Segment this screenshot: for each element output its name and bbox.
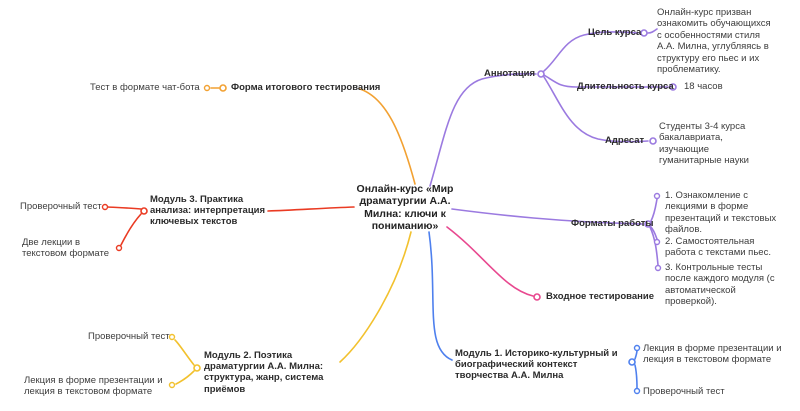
connector-center-module3 (267, 206, 355, 212)
connector-annotation-audience (543, 76, 649, 143)
text-format-item2[interactable]: 2. Самостоятельная работа с текстами пье… (665, 236, 771, 259)
text-module2-child1[interactable]: Проверочный тест (88, 331, 170, 342)
text-duration-value[interactable]: 18 часов (684, 81, 723, 92)
connector-formats-item1 (650, 198, 658, 222)
connector-annotation-goal (543, 31, 639, 72)
connector-module3-child2 (120, 213, 142, 246)
node-duration[interactable]: Длительность курса (577, 81, 674, 92)
connector-center-entrance (446, 226, 534, 297)
node-center[interactable]: Онлайн-курс «Мир драматургии А.А. Милна:… (356, 183, 454, 233)
text-module1-child1[interactable]: Лекция в форме презентации и лекция в те… (643, 343, 782, 366)
connector-center-final (359, 88, 416, 185)
text-format-item3[interactable]: 3. Контрольные тесты после каждого модул… (665, 262, 775, 308)
connector-center-module2 (339, 231, 412, 363)
dot-format-item3 (654, 264, 662, 272)
text-module2-child2[interactable]: Лекция в форме презентации и лекция в те… (24, 375, 163, 398)
toggle-formats[interactable] (644, 220, 652, 228)
connector-center-annotation (429, 73, 537, 187)
text-format-item1[interactable]: 1. Ознакомление с лекциями в форме презе… (665, 190, 777, 236)
dot-module1-child1 (633, 344, 641, 352)
text-goal-description[interactable]: Онлайн-курс призван ознакомить обучающих… (657, 7, 771, 75)
connector-module1-child2 (634, 364, 638, 389)
dot-module3-child1 (101, 203, 109, 211)
node-module1[interactable]: Модуль 1. Историко-культурный и биографи… (455, 348, 618, 382)
connector-center-module1 (428, 231, 453, 361)
connector-module1-child1 (634, 349, 638, 360)
toggle-module1[interactable] (628, 358, 636, 366)
node-final-test[interactable]: Форма итогового тестирования (231, 82, 381, 93)
text-module3-child2[interactable]: Две лекции в текстовом формате (22, 237, 109, 260)
toggle-annotation[interactable] (537, 70, 545, 78)
toggle-goal[interactable] (640, 29, 648, 37)
toggle-audience[interactable] (649, 137, 657, 145)
dot-module2-child2 (168, 381, 176, 389)
node-entrance-test[interactable]: Входное тестирование (546, 291, 655, 302)
node-formats[interactable]: Форматы работы (571, 218, 654, 229)
text-audience-description[interactable]: Студенты 3-4 курса бакалавриата, изучающ… (659, 121, 749, 167)
node-module3[interactable]: Модуль 3. Практика анализа: интерпретаци… (150, 194, 266, 228)
text-final-child1[interactable]: Тест в формате чат-бота (90, 82, 200, 93)
dot-module1-child2 (633, 387, 641, 395)
dot-final-child1 (203, 84, 211, 92)
toggle-final[interactable] (219, 84, 227, 92)
node-goal[interactable]: Цель курса (588, 27, 642, 38)
toggle-duration[interactable] (669, 83, 677, 91)
toggle-module3[interactable] (140, 207, 148, 215)
dot-format-item2 (653, 238, 661, 246)
toggle-module2[interactable] (193, 364, 201, 372)
node-module2[interactable]: Модуль 2. Поэтика драматургии А.А. Милна… (204, 350, 324, 395)
text-module3-child1[interactable]: Проверочный тест (20, 201, 102, 212)
connector-center-formats (451, 208, 643, 225)
text-module1-child2[interactable]: Проверочный тест (643, 386, 725, 397)
toggle-entrance[interactable] (533, 293, 541, 301)
dot-module2-child1 (168, 333, 176, 341)
connector-annotation-duration (543, 74, 669, 88)
connector-module2-child1 (174, 339, 195, 366)
connector-formats-item3 (649, 226, 659, 266)
connector-formats-item2 (650, 226, 658, 240)
connector-goal-description (647, 28, 658, 34)
node-annotation[interactable]: Аннотация (484, 68, 536, 79)
dot-format-item1 (653, 192, 661, 200)
dot-module3-child2 (115, 244, 123, 252)
node-audience[interactable]: Адресат (605, 135, 645, 146)
connector-module2-child2 (175, 370, 195, 385)
connector-module3-child1 (107, 206, 142, 210)
